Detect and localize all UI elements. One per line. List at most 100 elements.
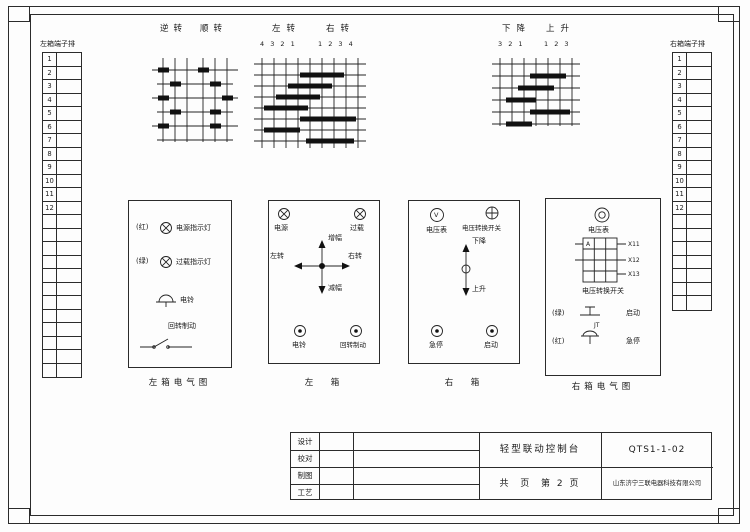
terminal-row (43, 350, 81, 364)
title-block-divider (319, 433, 320, 499)
terminal-number (43, 242, 57, 255)
terminal-blank-cell (687, 53, 711, 66)
bell-button-label: 电铃 (292, 341, 306, 349)
bell-button-icon (294, 325, 306, 337)
bell-label: 电铃 (180, 296, 194, 304)
terminal-row (43, 309, 81, 323)
terminal-number (43, 269, 57, 282)
terminal-blank-cell (687, 269, 711, 282)
start-label-2: 启动 (626, 309, 640, 317)
terminal-blank-cell (687, 94, 711, 107)
terminal-blank-cell (687, 107, 711, 120)
cam-label-forward: 顺转 (200, 24, 228, 34)
terminal-number: 11 (673, 188, 687, 201)
cam-label-reverse: 逆转 (160, 24, 188, 34)
terminal-blank-cell (57, 323, 81, 336)
voltmeter-label: 电压表 (426, 226, 447, 234)
terminal-number: 9 (43, 161, 57, 174)
start-button-icon (486, 325, 498, 337)
terminal-blank-cell (687, 256, 711, 269)
right-terminal-strip: 1 2 3 4 5 6 7 8 9 10 (672, 52, 712, 311)
terminal-row: 10 (43, 174, 81, 188)
terminal-row (673, 296, 711, 310)
power-lamp-label: 电源指示灯 (176, 224, 211, 232)
green-tag-2: (绿) (552, 309, 565, 317)
corner-mark-top-right (718, 6, 740, 22)
lower-label: 下降 (472, 237, 486, 245)
title-block-row-line (291, 484, 479, 485)
x13-label: X13 (628, 271, 640, 278)
terminal-blank-cell (687, 175, 711, 188)
terminal-number: 1 (673, 53, 687, 66)
terminal-blank-cell (57, 107, 81, 120)
terminal-number (43, 363, 57, 377)
luff-out-label: 增幅 (328, 234, 342, 242)
terminal-number: 2 (673, 66, 687, 79)
terminal-number: 12 (673, 201, 687, 214)
terminal-row (43, 336, 81, 350)
terminal-row: 8 (43, 147, 81, 161)
caption-right-electrical: 右箱电气图 (571, 382, 635, 392)
terminal-number: 12 (43, 201, 57, 214)
hoist-joystick-icon (461, 244, 471, 296)
title-block-divider (479, 433, 480, 499)
left-terminal-title: 左箱端子排 (40, 40, 75, 48)
terminal-row (43, 242, 81, 256)
grid-a-label: A (586, 241, 591, 248)
voltage-switch-label: 电压转换开关 (462, 224, 501, 232)
terminal-row (43, 228, 81, 242)
terminal-number (43, 228, 57, 241)
terminal-blank-cell (687, 121, 711, 134)
corner-mark-bottom-right (718, 508, 740, 524)
terminal-number (43, 282, 57, 295)
company-name: 山东济宁三联电器科技有限公司 (612, 480, 702, 487)
overload-label: 过载 (350, 224, 364, 232)
power-label: 电源 (274, 224, 288, 232)
terminal-number: 3 (43, 80, 57, 93)
terminal-blank-cell (57, 269, 81, 282)
terminal-number: 1 (43, 53, 57, 66)
terminal-blank-cell (57, 283, 81, 296)
caption-right-console: 右 箱 (444, 378, 484, 388)
cam-contacts-hoisting (506, 73, 570, 127)
legend-symbols (140, 206, 626, 349)
voltmeter-double-icon (594, 207, 610, 223)
terminal-row: 3 (43, 80, 81, 94)
cam-diagrams (152, 58, 580, 148)
terminal-number: 4 (673, 93, 687, 106)
terminal-row: 12 (43, 201, 81, 215)
cam-label-left-turn: 左转 (272, 24, 302, 34)
terminal-row: 10 (673, 174, 711, 188)
terminal-blank-cell (57, 229, 81, 242)
terminal-row (673, 242, 711, 256)
terminal-row: 5 (43, 107, 81, 121)
terminal-number (673, 269, 687, 282)
terminal-blank-cell (57, 337, 81, 350)
terminal-number: 7 (43, 134, 57, 147)
terminal-row: 11 (43, 188, 81, 202)
cam-positions-raise: 1 2 3 (544, 40, 571, 48)
brake-switch-icon (140, 338, 192, 349)
lamp-green-icon (160, 256, 172, 268)
terminal-number: 10 (673, 174, 687, 187)
design-row-label: 设计 (297, 437, 313, 446)
drawing-title: 轻型联动控制台 (499, 444, 581, 455)
terminal-number (673, 242, 687, 255)
terminal-blank-cell (57, 175, 81, 188)
terminal-number (43, 309, 57, 322)
overload-lamp-label: 过载指示灯 (176, 258, 211, 266)
lamp-red-icon (160, 222, 172, 234)
terminal-number: 6 (673, 120, 687, 133)
inner-border (30, 14, 734, 516)
terminal-blank-cell (57, 215, 81, 228)
terminal-row (673, 228, 711, 242)
title-block-row-line (291, 467, 479, 468)
legend-box-left-electrical (128, 200, 232, 368)
terminal-blank-cell (687, 283, 711, 296)
title-block-divider (353, 433, 354, 499)
terminal-blank-cell (57, 188, 81, 201)
cam-label-raise: 上升 (546, 24, 576, 34)
draft-row-label: 制图 (297, 471, 313, 480)
voltmeter2-label: 电压表 (588, 226, 609, 234)
terminal-row: 7 (673, 134, 711, 148)
